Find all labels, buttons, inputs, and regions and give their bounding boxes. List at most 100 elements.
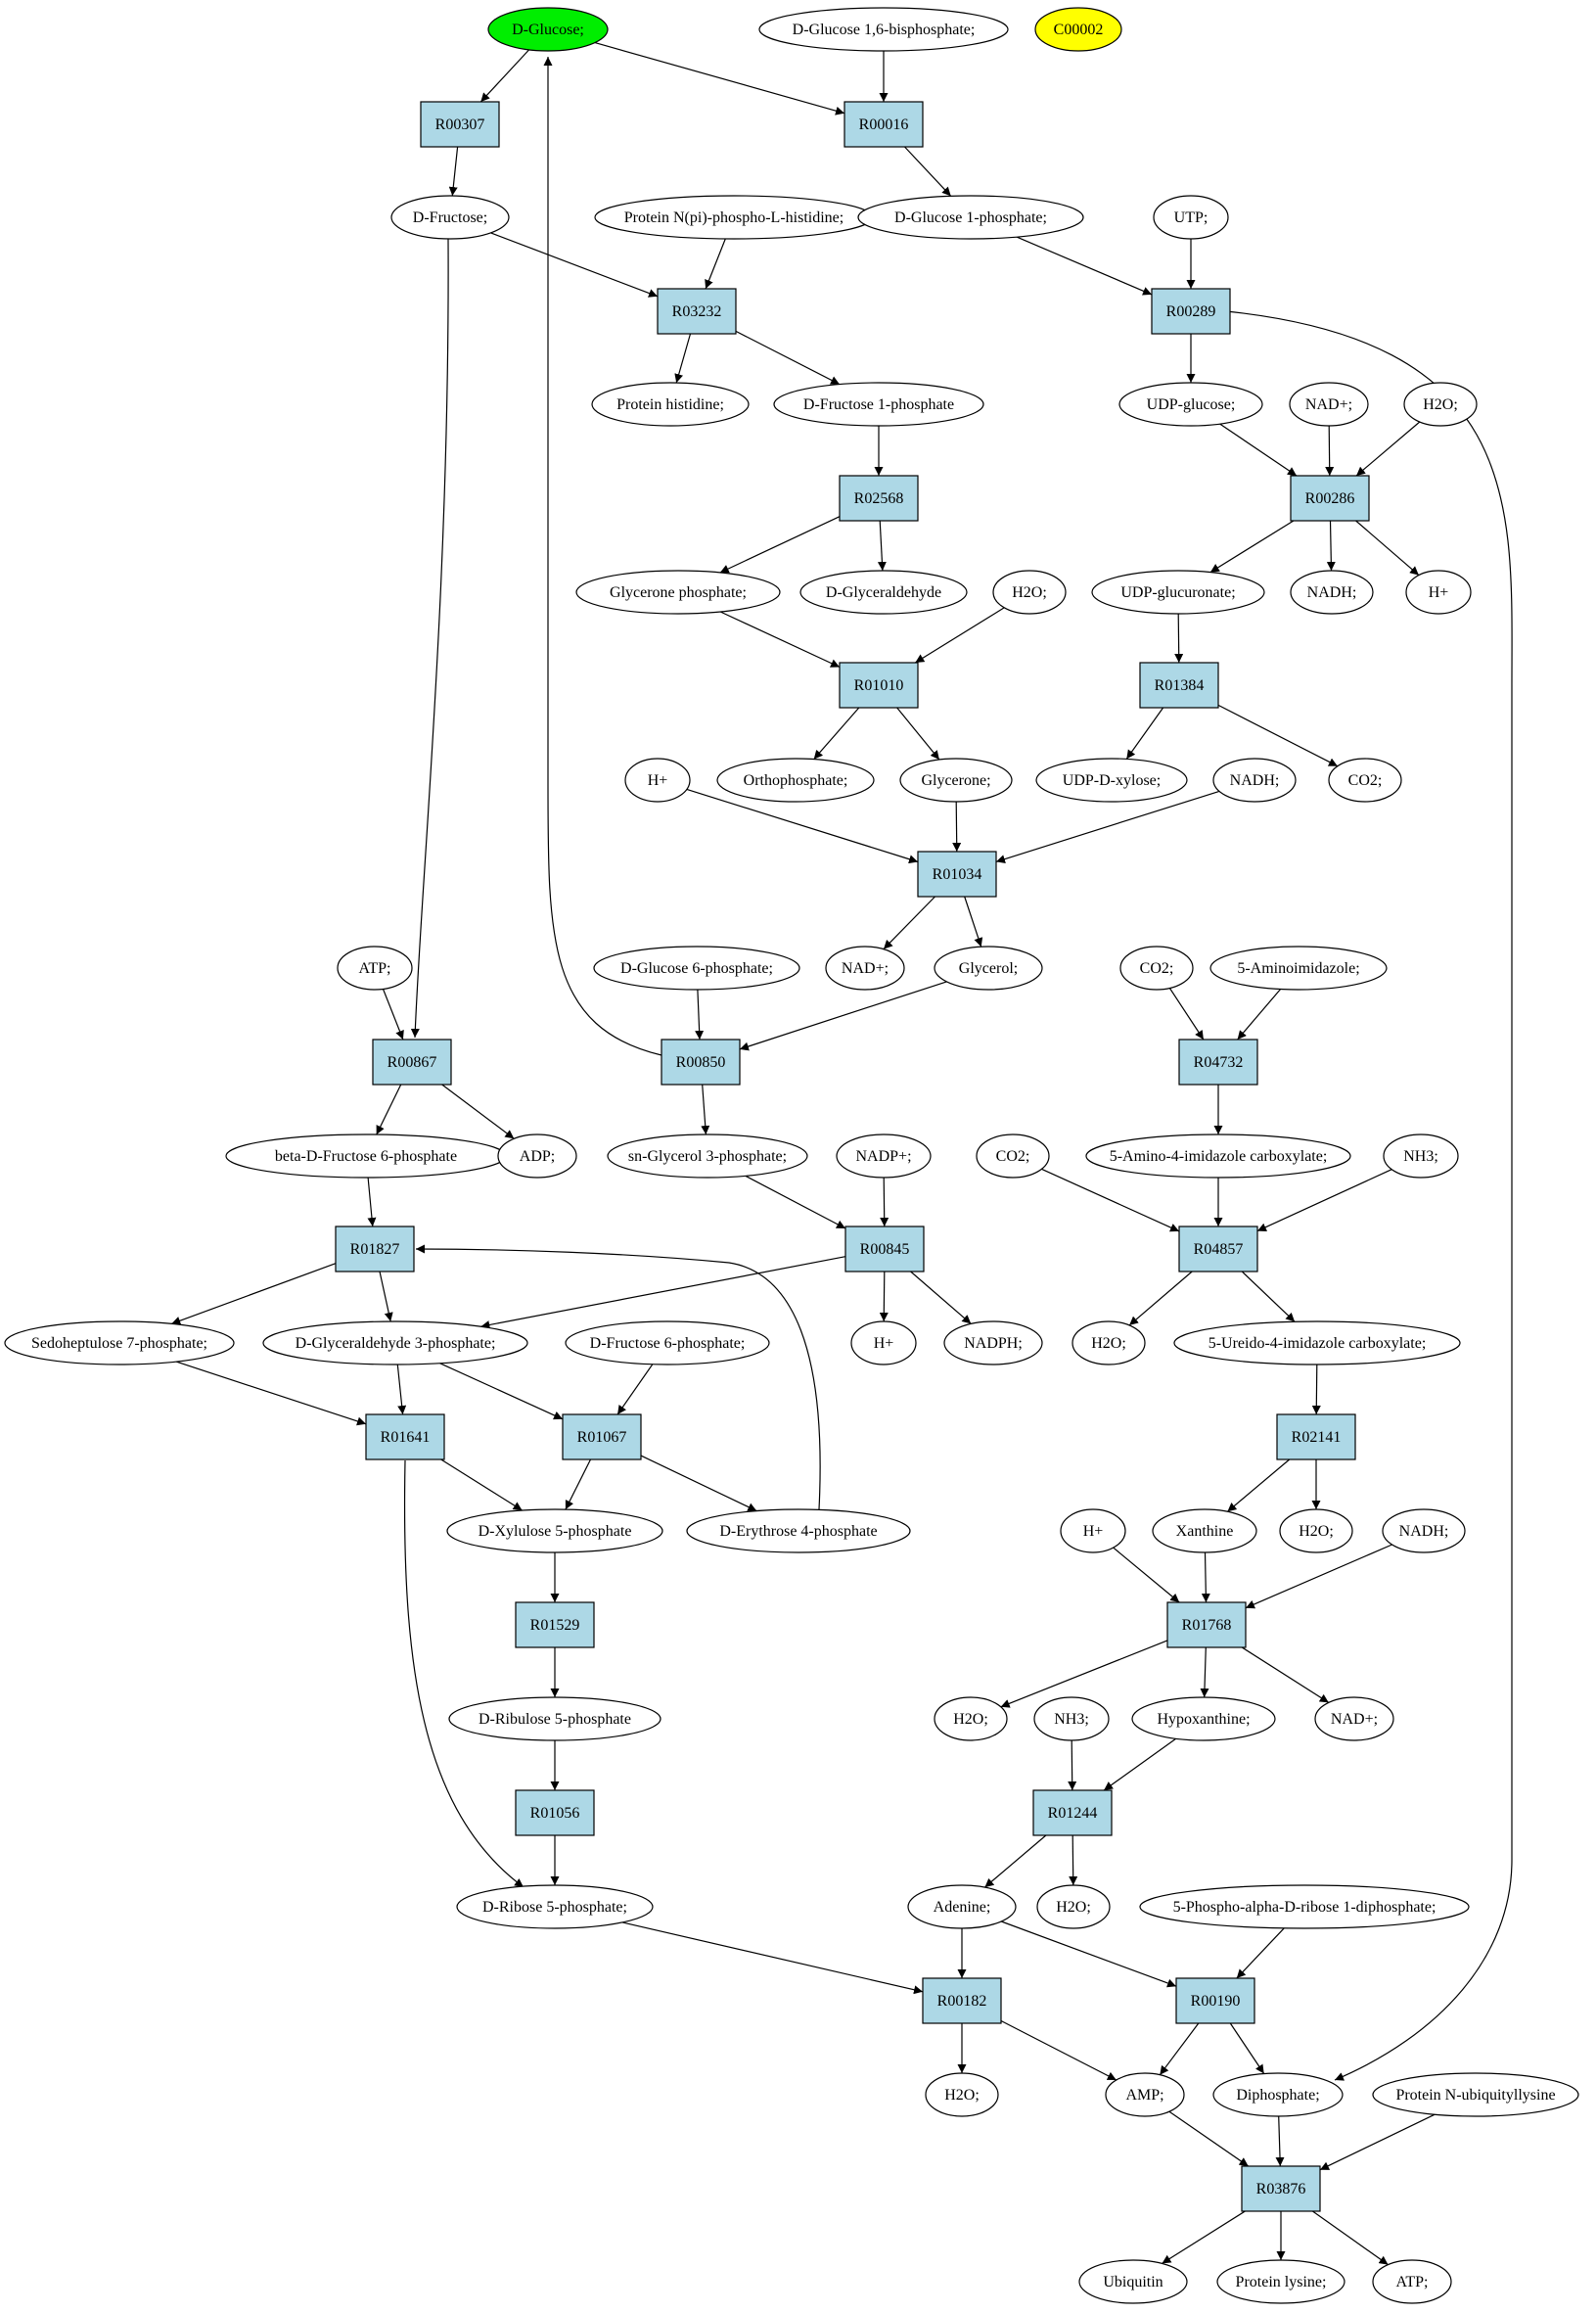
compound-ellipse bbox=[992, 570, 1067, 615]
compound-ellipse bbox=[1060, 1508, 1126, 1553]
node-label: R01641 bbox=[381, 1429, 431, 1446]
compound-node-n_dribulose5p: D-Ribulose 5-phosphate bbox=[448, 1696, 661, 1741]
compound-node-n_nadh_2: NADH; bbox=[1212, 758, 1297, 803]
node-label: D-Glyceraldehyde 3-phosphate; bbox=[296, 1335, 496, 1352]
edge-r_R01034-to-n_nadp_2 bbox=[883, 896, 935, 950]
compound-node-n_h2o_7: H2O; bbox=[925, 2072, 999, 2117]
edge-n_udpglucose-to-r_R00286 bbox=[1219, 423, 1298, 477]
compound-node-n_co2_1: CO2; bbox=[1328, 758, 1402, 803]
compound-ellipse bbox=[1036, 1884, 1111, 1929]
node-label: R00016 bbox=[859, 116, 909, 133]
reaction-box bbox=[372, 1039, 452, 1086]
node-label: R01827 bbox=[350, 1241, 400, 1258]
edge-r_R01010-to-n_ortho bbox=[813, 707, 860, 760]
node-label: Glycerol; bbox=[959, 960, 1018, 977]
node-label: Glycerone phosphate; bbox=[610, 584, 747, 601]
edge-r_R00845-to-n_nadph bbox=[910, 1271, 972, 1324]
compound-ellipse bbox=[1153, 195, 1229, 240]
node-label: Protein N(pi)-phospho-L-histidine; bbox=[624, 209, 844, 226]
node-label: CO2; bbox=[996, 1148, 1030, 1165]
reaction-node-r_R00190: R00190 bbox=[1175, 1977, 1255, 2024]
compound-node-n_atp_2: ATP; bbox=[1372, 2259, 1452, 2304]
compound-ellipse bbox=[1085, 1133, 1351, 1179]
node-label: D-Erythrose 4-phosphate bbox=[719, 1523, 877, 1540]
compound-ellipse bbox=[262, 1320, 528, 1365]
compound-node-n_prothis: Protein histidine; bbox=[591, 382, 750, 427]
compound-node-n_nh3_2: NH3; bbox=[1033, 1696, 1110, 1741]
compound-node-n_hplus_4: H+ bbox=[1060, 1508, 1126, 1553]
compound-ellipse bbox=[1035, 758, 1188, 803]
edge-r_R01244-to-n_h2o_6 bbox=[1069, 1834, 1078, 1886]
edge-n_co2_2-to-r_R04732 bbox=[1168, 988, 1205, 1041]
node-label: CO2; bbox=[1348, 772, 1383, 789]
reaction-node-r_R03876: R03876 bbox=[1241, 2165, 1321, 2212]
node-label: NAD+; bbox=[1305, 396, 1352, 413]
edge-n_udpglucuronate-to-r_R01384 bbox=[1174, 613, 1184, 664]
edge-r_R02141-to-n_xanthine bbox=[1227, 1458, 1291, 1512]
edge-n_protnpi-to-r_R03232 bbox=[705, 238, 726, 290]
compound-node-n_bdf6p: beta-D-Fructose 6-phosphate bbox=[225, 1133, 507, 1179]
reaction-box bbox=[1178, 1039, 1258, 1086]
node-label: NH3; bbox=[1054, 1711, 1089, 1728]
edge-r_R03232-to-n_df1p bbox=[735, 330, 841, 386]
node-label: 5-Aminoimidazole; bbox=[1237, 960, 1359, 977]
edge-r_R01768-to-n_h2o_5 bbox=[1000, 1640, 1168, 1708]
compound-ellipse bbox=[1403, 382, 1478, 427]
compound-node-n_dglyceraldehyde: D-Glyceraldehyde bbox=[799, 570, 968, 615]
compound-node-n_hypoxanthine: Hypoxanthine; bbox=[1131, 1696, 1276, 1741]
compound-node-n_dglucose: D-Glucose; bbox=[487, 7, 609, 52]
edge-n_5u4icarb-to-r_R02141 bbox=[1311, 1364, 1321, 1415]
compound-ellipse bbox=[1119, 946, 1194, 991]
node-label: H2O; bbox=[1056, 1899, 1091, 1916]
compound-ellipse bbox=[1372, 2072, 1579, 2117]
compound-node-n_h2o_2: H2O; bbox=[992, 570, 1067, 615]
compound-ellipse bbox=[1212, 2072, 1344, 2117]
edge-r_R01641-to-n_dribose5p bbox=[403, 1459, 524, 1888]
compound-ellipse bbox=[1034, 7, 1122, 52]
reaction-node-r_R01529: R01529 bbox=[515, 1601, 595, 1648]
compound-ellipse bbox=[825, 946, 905, 991]
edge-r_R00286-to-n_nadh_1 bbox=[1326, 520, 1336, 572]
node-label: Orthophosphate; bbox=[744, 772, 848, 789]
node-label: Glycerone; bbox=[921, 772, 990, 789]
compound-ellipse bbox=[943, 1320, 1043, 1365]
node-label: H2O; bbox=[944, 2087, 980, 2104]
edge-n_prpp-to-r_R00190 bbox=[1236, 1927, 1285, 1979]
compound-ellipse bbox=[591, 382, 750, 427]
edge-r_R01010-to-n_glycerone bbox=[896, 707, 940, 761]
edge-n_dga3p-to-r_R01067 bbox=[439, 1363, 564, 1420]
compound-node-n_df6p: D-Fructose 6-phosphate; bbox=[565, 1320, 770, 1365]
compound-node-n_nadpplus: NADP+; bbox=[836, 1133, 932, 1179]
edge-n_diphosphate-to-r_R03876 bbox=[1275, 2115, 1285, 2167]
reaction-node-r_R02141: R02141 bbox=[1276, 1413, 1356, 1460]
reaction-box bbox=[515, 1789, 595, 1836]
node-label: H+ bbox=[648, 772, 668, 789]
compound-ellipse bbox=[456, 1884, 654, 1929]
edge-n_dg6p-to-r_R00850 bbox=[695, 989, 705, 1041]
node-label: Protein N-ubiquityllysine bbox=[1395, 2087, 1555, 2104]
edge-n_h2o_2-to-r_R01010 bbox=[914, 607, 1005, 664]
node-label: R01384 bbox=[1155, 677, 1205, 694]
node-label: R00850 bbox=[676, 1054, 726, 1071]
edge-r_R00190-to-n_amp bbox=[1159, 2022, 1200, 2076]
compound-node-n_h2o_4: H2O; bbox=[1279, 1508, 1353, 1553]
compound-ellipse bbox=[607, 1133, 808, 1179]
compound-ellipse bbox=[799, 570, 968, 615]
reaction-box bbox=[1175, 1977, 1255, 2024]
edge-r_R02568-to-n_glyceronep bbox=[719, 516, 841, 574]
compound-node-n_h2o_1: H2O; bbox=[1403, 382, 1478, 427]
edge-n_dribose5p-to-r_R00182 bbox=[621, 1921, 924, 1995]
compound-node-n_nadp_3: NAD+; bbox=[1314, 1696, 1394, 1741]
reaction-box bbox=[1139, 662, 1219, 709]
node-label: D-Xylulose 5-phosphate bbox=[479, 1523, 632, 1540]
node-label: H2O; bbox=[1012, 584, 1047, 601]
node-label: Sedoheptulose 7-phosphate; bbox=[31, 1335, 207, 1352]
compound-node-n_h2o_3: H2O; bbox=[1072, 1320, 1146, 1365]
reaction-node-r_R01641: R01641 bbox=[365, 1413, 445, 1460]
compound-node-n_nadph: NADPH; bbox=[943, 1320, 1043, 1365]
reaction-node-r_R04732: R04732 bbox=[1178, 1039, 1258, 1086]
reaction-node-r_R02568: R02568 bbox=[839, 475, 919, 522]
reaction-node-r_R00307: R00307 bbox=[420, 101, 500, 148]
node-label: R00289 bbox=[1166, 303, 1216, 320]
compound-ellipse bbox=[716, 758, 875, 803]
